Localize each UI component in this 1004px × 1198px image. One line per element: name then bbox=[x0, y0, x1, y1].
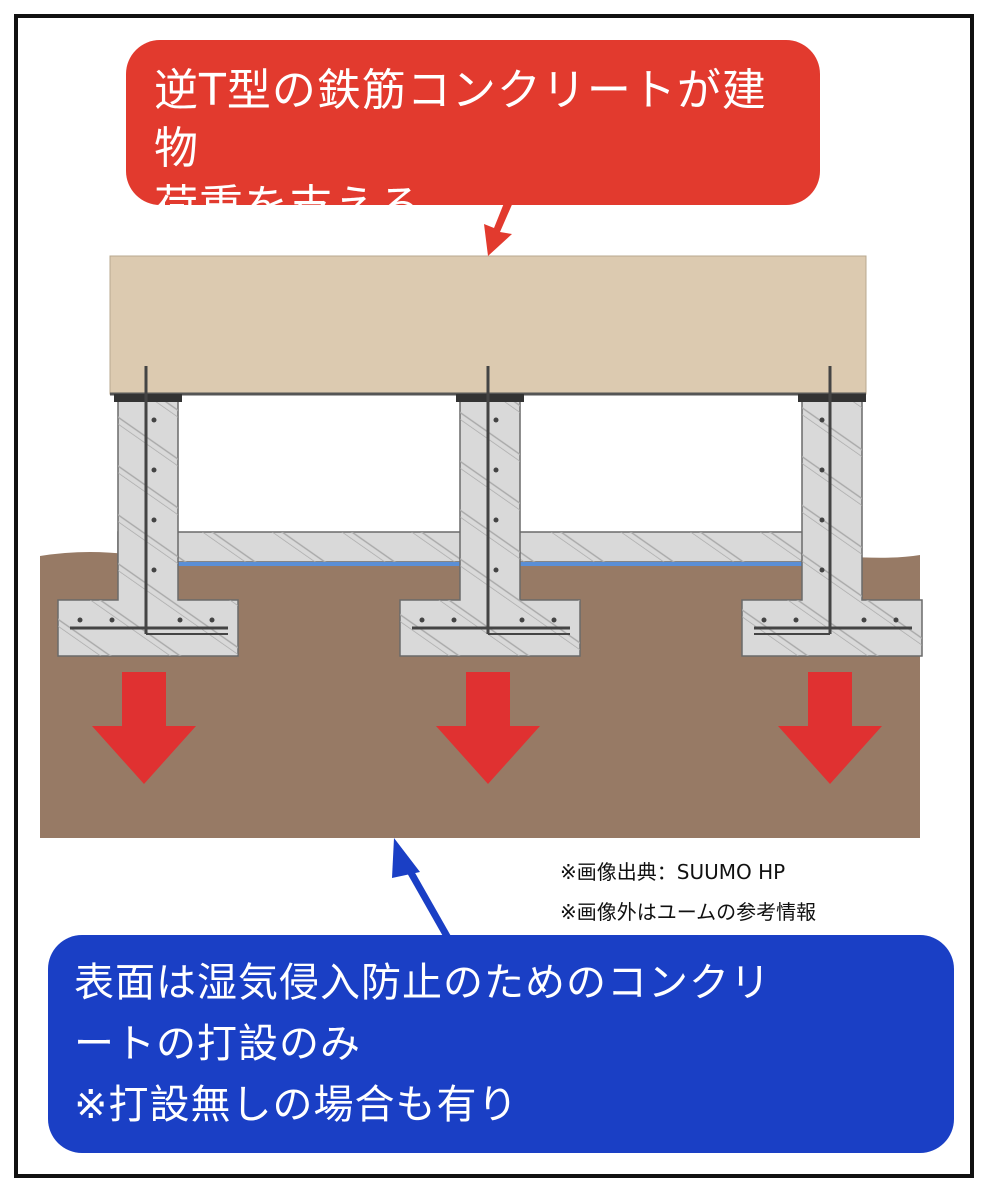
load-callout-line-1: 逆T型の鉄筋コンクリートが建物 bbox=[154, 65, 767, 174]
surface-callout-line-1: 表面は湿気侵入防止のためのコンクリ bbox=[74, 960, 771, 1006]
surface-callout: 表面は湿気侵入防止のためのコンクリ ートの打設のみ ※打設無しの場合も有り bbox=[48, 935, 954, 1153]
pointer-arrow-icon bbox=[484, 198, 514, 256]
down-arrow-icon bbox=[436, 672, 540, 784]
surface-callout-line-2: ートの打設のみ bbox=[74, 1021, 361, 1067]
reference-note: ※画像外はユームの参考情報 bbox=[560, 900, 817, 924]
rebar-dots bbox=[77, 417, 899, 623]
pointer-arrow-icon bbox=[392, 838, 452, 940]
image-credits: ※画像出典：SUUMO HP ※画像外はユームの参考情報 bbox=[560, 852, 816, 932]
surface-callout-line-3: ※打設無しの場合も有り bbox=[74, 1082, 519, 1128]
footing-center bbox=[399, 366, 581, 657]
load-callout-line-2: 荷重を支える bbox=[154, 181, 423, 232]
footing-left bbox=[57, 366, 239, 657]
down-arrow-icon bbox=[778, 672, 882, 784]
source-credit: ※画像出典：SUUMO HP bbox=[560, 860, 786, 884]
load-callout: 逆T型の鉄筋コンクリートが建物 荷重を支える bbox=[126, 40, 820, 232]
down-arrow-icon bbox=[92, 672, 196, 784]
footing-right bbox=[741, 366, 923, 657]
